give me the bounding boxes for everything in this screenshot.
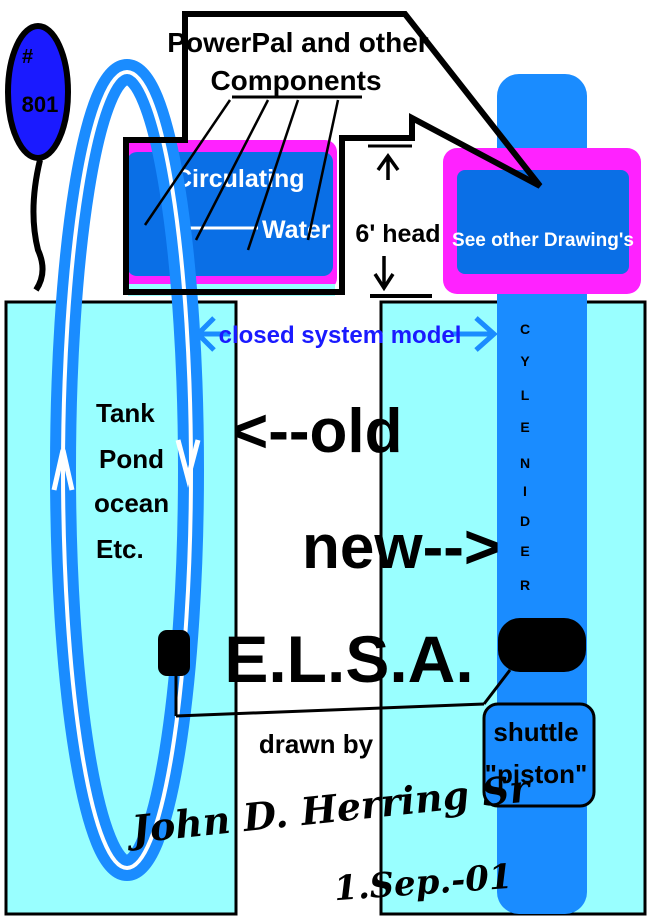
system-arrow-right — [452, 316, 498, 352]
callout-line2: Components — [210, 65, 381, 96]
loop-arrow-up — [51, 449, 75, 491]
pointer-line-3 — [246, 99, 300, 251]
cylinder-letter: Y — [520, 353, 530, 369]
head-arrow-up — [376, 152, 400, 180]
badge-string — [30, 159, 46, 292]
head-arrow-down — [373, 256, 395, 292]
pointer-line-1 — [143, 99, 232, 226]
left-box-label-line2: Water — [262, 216, 331, 244]
head-label: 6' head — [355, 220, 440, 248]
cylinder-letter: D — [520, 513, 530, 529]
callout-line1: PowerPal and other — [167, 27, 428, 58]
system-arrow-left — [194, 316, 230, 352]
new-label: new--> — [302, 513, 500, 582]
cylinder-label: C Y L E N I D E R — [520, 321, 530, 593]
shuttle-label-box — [482, 702, 596, 808]
tank-label-pond: Pond — [99, 444, 164, 474]
cylinder-letter: C — [520, 321, 530, 337]
shuttle-pointer-line — [482, 669, 512, 705]
cylinder-shuttle — [498, 618, 586, 672]
badge-symbol: # — [22, 46, 33, 68]
cylinder-letter: E — [520, 419, 529, 435]
drawn-by-label: drawn by — [259, 729, 374, 759]
tank-label-ocean: ocean — [94, 488, 169, 518]
cylinder-letter: L — [521, 387, 530, 403]
old-label: <--old — [232, 397, 402, 466]
tank-label-etc: Etc. — [96, 534, 144, 564]
left-box-label-line1: Circulating — [174, 165, 305, 193]
cylinder-letter: R — [520, 577, 530, 593]
system-label: closed system model — [219, 322, 462, 349]
title: E.L.S.A. — [224, 622, 473, 696]
cylinder-letter: N — [520, 455, 530, 471]
callout-bubble — [123, 11, 543, 295]
cylinder-letter: E — [520, 543, 529, 559]
badge-number: 801 — [22, 92, 59, 117]
pointer-line-2 — [194, 99, 270, 241]
shuttle-label-line2: "piston" — [485, 759, 588, 789]
shuttle-label-line1: shuttle — [493, 717, 578, 747]
pointer-line-4 — [306, 99, 340, 241]
loop-shuttle — [158, 630, 190, 676]
shuttle-link-line — [175, 702, 485, 718]
right-component-box — [457, 170, 629, 274]
loop-arrow-down — [175, 439, 201, 488]
badge — [5, 23, 71, 161]
right-box-label: See other Drawing's — [452, 230, 634, 251]
cylinder-letter: I — [523, 483, 527, 499]
tank-label-tank: Tank — [96, 398, 155, 428]
